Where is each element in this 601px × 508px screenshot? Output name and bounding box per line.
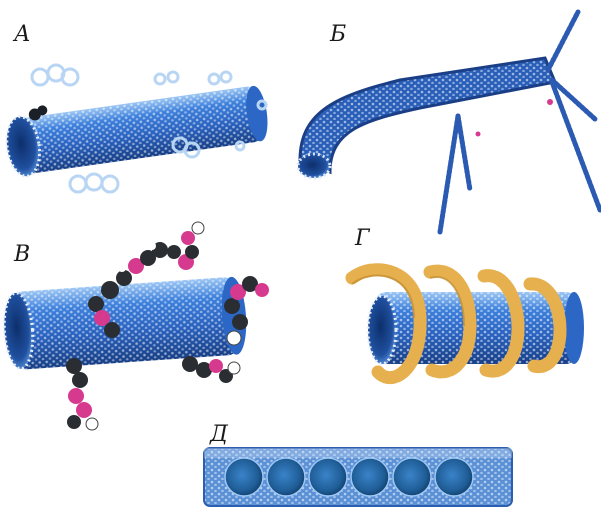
- panel-b-nanotube: [298, 12, 600, 232]
- panel-a-nanotube: [2, 65, 271, 192]
- panel-d-nanotube: [204, 448, 512, 506]
- panel-g-nanotube: [352, 270, 584, 378]
- panel-v-nanotube: [2, 222, 269, 430]
